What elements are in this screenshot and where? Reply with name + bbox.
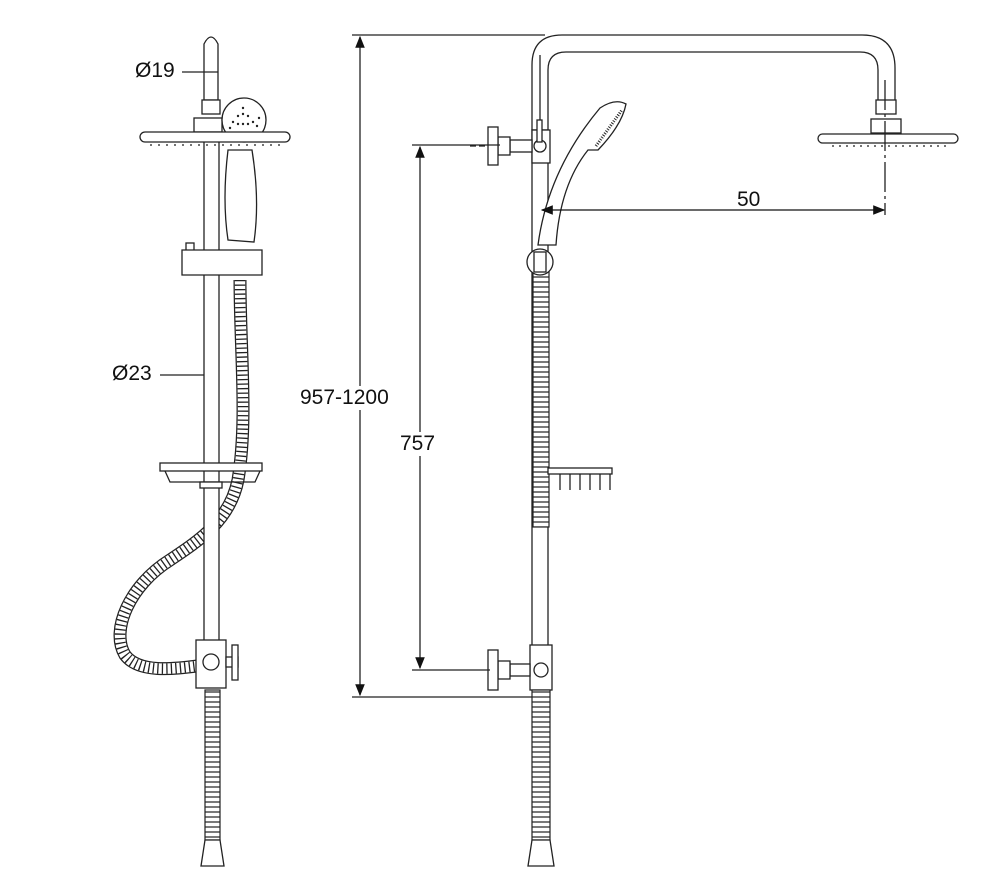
coiled-hose (113, 279, 250, 676)
soap-dish (547, 467, 613, 475)
side-view (113, 36, 291, 867)
lower-hose (531, 689, 551, 841)
top-rod (203, 36, 219, 101)
total-height-label: 957-1200 (300, 386, 389, 410)
overhead-shower-plate (817, 133, 959, 144)
rod-fitting (201, 99, 221, 115)
main-rod (203, 139, 220, 646)
hose-front (532, 261, 550, 528)
overhead-arm-outer (531, 34, 896, 130)
top-rod-diameter-label: Ø19 (135, 59, 175, 82)
soap-dish (159, 462, 263, 472)
rod-block (193, 117, 223, 133)
hose-end-cone (527, 839, 555, 867)
slider-bracket (181, 249, 263, 276)
arm-fitting (875, 99, 897, 115)
overhead-arm-inner (547, 51, 879, 130)
soap-dish-pins (559, 474, 611, 490)
lower-hose (204, 689, 221, 841)
arm-reach-label: 50 (737, 188, 761, 211)
main-rod-diameter-label: Ø23 (112, 362, 152, 385)
front-view (470, 34, 959, 867)
upper-valve-handle (487, 126, 499, 166)
hose-end-cone (200, 839, 225, 867)
spray-nozzles (228, 106, 261, 130)
dimension-lines (352, 34, 886, 698)
valve-spacing-label: 757 (400, 432, 436, 456)
handset-handle (224, 149, 258, 243)
overhead-shower-plate (139, 131, 291, 143)
